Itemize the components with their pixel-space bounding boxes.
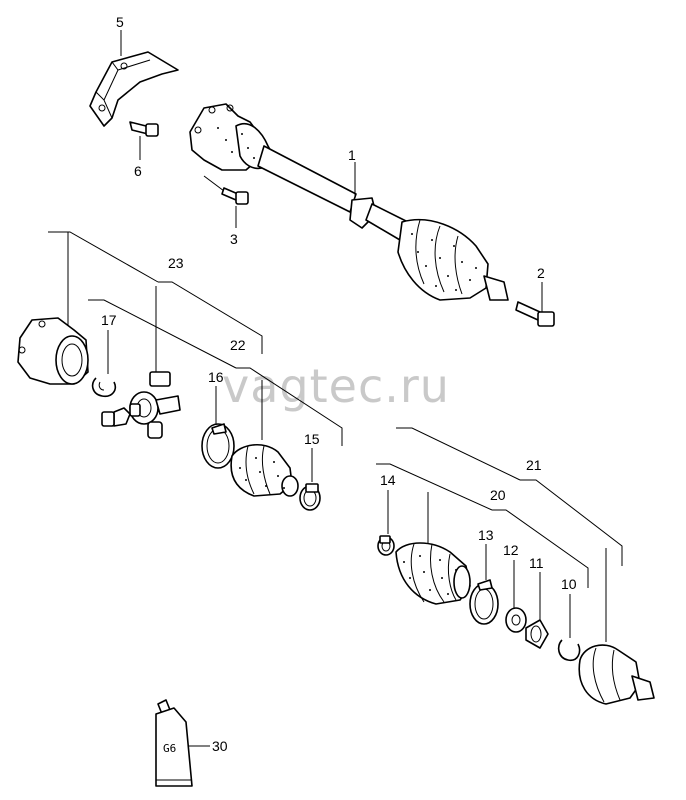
clamp-part-14[interactable] xyxy=(377,535,395,556)
grease-tube-label: G6 xyxy=(163,742,176,755)
callout-6: 6 xyxy=(134,163,142,179)
callout-13: 13 xyxy=(478,527,494,543)
joint-housing-part[interactable] xyxy=(17,317,89,385)
callout-30: 30 xyxy=(212,738,228,754)
outer-joint-part[interactable] xyxy=(578,644,655,705)
callout-16: 16 xyxy=(208,369,224,385)
boot-part-20[interactable] xyxy=(395,542,471,605)
callout-22: 22 xyxy=(230,337,246,353)
spacer-part-11[interactable] xyxy=(525,619,549,649)
callout-11: 11 xyxy=(529,555,544,571)
heat-shield-part[interactable] xyxy=(89,51,179,127)
circlip-part-10[interactable] xyxy=(557,639,581,662)
callout-3: 3 xyxy=(230,231,238,247)
callout-21: 21 xyxy=(526,457,542,473)
watermark: vagtec.ru xyxy=(222,359,450,413)
circlip-part-17[interactable] xyxy=(91,377,117,398)
boot-part-22[interactable] xyxy=(230,444,299,497)
ball-hub-part[interactable] xyxy=(101,371,181,439)
callout-10: 10 xyxy=(561,576,577,592)
callout-23: 23 xyxy=(168,255,184,271)
callout-14: 14 xyxy=(380,472,396,488)
callout-5: 5 xyxy=(116,14,124,30)
clamp-part-16[interactable] xyxy=(201,423,235,469)
clamp-part-13[interactable] xyxy=(469,579,499,625)
bolt-part-6[interactable] xyxy=(129,121,159,137)
callout-1: 1 xyxy=(348,147,356,163)
washer-part-12[interactable] xyxy=(505,607,527,633)
clamp-part-15[interactable] xyxy=(299,483,321,511)
callout-12: 12 xyxy=(503,542,519,558)
callout-20: 20 xyxy=(490,487,506,503)
boot-20-texture xyxy=(403,555,457,595)
grease-tube-part[interactable] xyxy=(155,699,193,787)
callout-15: 15 xyxy=(304,431,320,447)
drive-shaft-texture xyxy=(217,127,477,291)
bolt-part-2[interactable] xyxy=(515,301,555,327)
drive-shaft-part[interactable] xyxy=(189,103,509,301)
boot-22-texture xyxy=(239,457,285,489)
callout-2: 2 xyxy=(537,265,545,281)
bolt-part-3[interactable] xyxy=(221,187,249,205)
callout-17: 17 xyxy=(101,312,117,328)
